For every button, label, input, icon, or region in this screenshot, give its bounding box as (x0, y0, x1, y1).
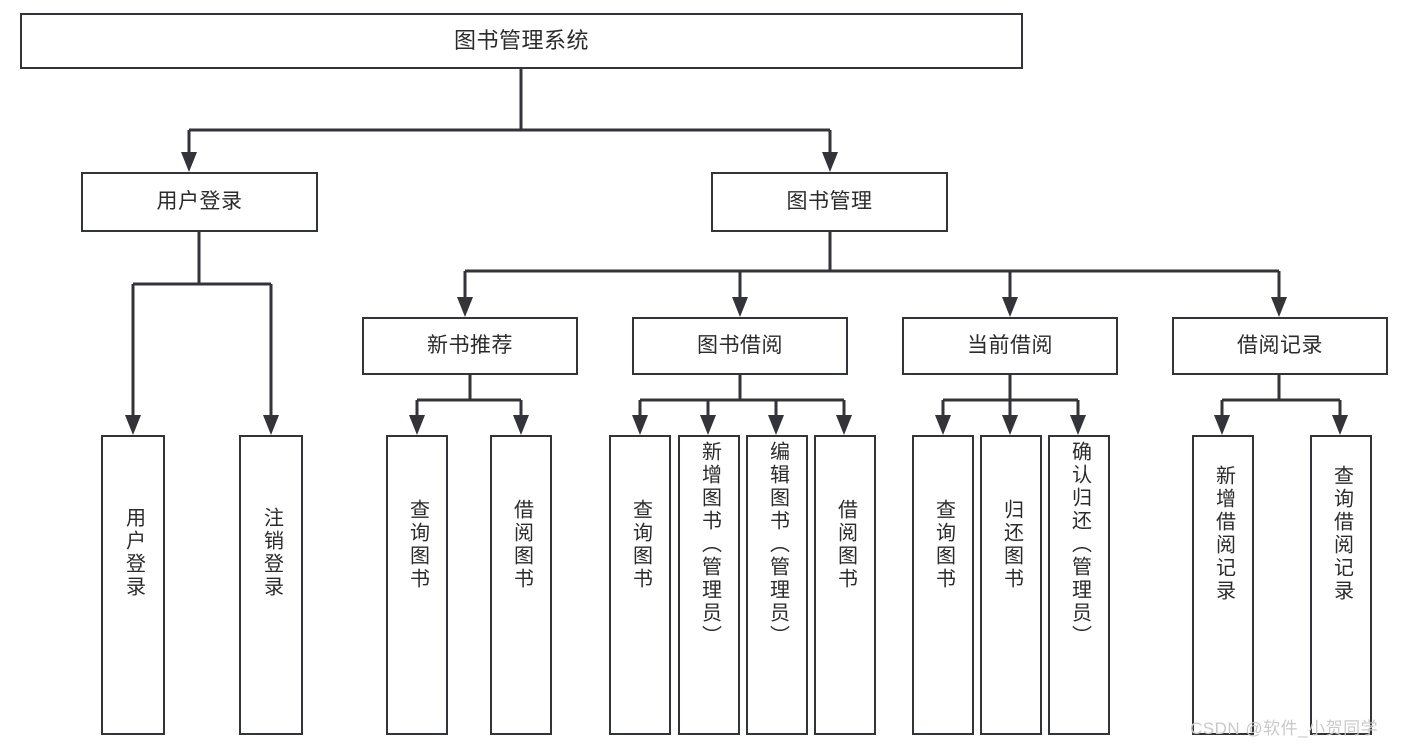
node-leaf-borrow-book[interactable]: 借阅图书 (814, 435, 876, 735)
node-label: 查询借阅记录 (1330, 465, 1353, 603)
node-leaf-query-book-current[interactable]: 查询图书 (912, 435, 974, 735)
node-label: 查询图书 (932, 499, 955, 591)
node-user-login[interactable]: 用户登录 (81, 172, 318, 232)
node-label: 图书借阅 (697, 333, 783, 357)
node-label: 当前借阅 (967, 333, 1053, 357)
node-leaf-query-borrow-record[interactable]: 查询借阅记录 (1310, 435, 1372, 735)
node-label: 借阅图书 (834, 499, 857, 591)
node-label: 编辑图书（管理员） (766, 441, 789, 648)
connector-group-current-borrow (941, 375, 1080, 421)
node-leaf-borrow-book-recommend[interactable]: 借阅图书 (490, 435, 552, 735)
node-root-system[interactable]: 图书管理系统 (20, 13, 1023, 69)
connector-group-book-manage (463, 232, 1281, 303)
node-leaf-add-borrow-record[interactable]: 新增借阅记录 (1192, 435, 1254, 735)
connector-group-book-borrow (638, 375, 846, 421)
node-leaf-logout[interactable]: 注销登录 (239, 435, 303, 735)
node-label: 图书管理 (786, 189, 873, 213)
node-label: 图书管理系统 (453, 28, 589, 54)
node-label: 注销登录 (260, 507, 283, 599)
node-leaf-edit-book-admin[interactable]: 编辑图书（管理员） (746, 435, 808, 735)
connector-group-user-login (131, 232, 273, 421)
node-new-book-recommend[interactable]: 新书推荐 (362, 317, 578, 375)
node-leaf-confirm-return-admin[interactable]: 确认归还（管理员） (1048, 435, 1110, 735)
arrowheads-layer (125, 152, 1348, 435)
node-leaf-add-book-admin[interactable]: 新增图书（管理员） (678, 435, 740, 735)
node-leaf-query-book-recommend[interactable]: 查询图书 (386, 435, 448, 735)
node-label: 借阅图书 (510, 499, 533, 591)
node-label: 查询图书 (406, 499, 429, 591)
node-label: 用户登录 (122, 507, 145, 599)
connector-group-root (187, 69, 832, 158)
node-borrow-record[interactable]: 借阅记录 (1172, 317, 1388, 375)
node-label: 新增借阅记录 (1212, 465, 1235, 603)
node-label: 用户登录 (156, 189, 243, 213)
node-label: 借阅记录 (1237, 333, 1323, 357)
node-label: 确认归还（管理员） (1068, 441, 1091, 648)
node-leaf-return-book[interactable]: 归还图书 (980, 435, 1042, 735)
node-leaf-user-login[interactable]: 用户登录 (101, 435, 165, 735)
node-leaf-query-book-borrow[interactable]: 查询图书 (609, 435, 671, 735)
node-book-borrow[interactable]: 图书借阅 (632, 317, 848, 375)
node-label: 查询图书 (629, 499, 652, 591)
node-label: 新书推荐 (427, 333, 513, 357)
connector-group-borrow-record (1220, 375, 1342, 421)
node-label: 新增图书（管理员） (698, 441, 721, 648)
connector-group-new-book (415, 375, 523, 421)
node-label: 归还图书 (1000, 499, 1023, 591)
node-book-management[interactable]: 图书管理 (711, 172, 948, 232)
node-current-borrow[interactable]: 当前借阅 (902, 317, 1118, 375)
